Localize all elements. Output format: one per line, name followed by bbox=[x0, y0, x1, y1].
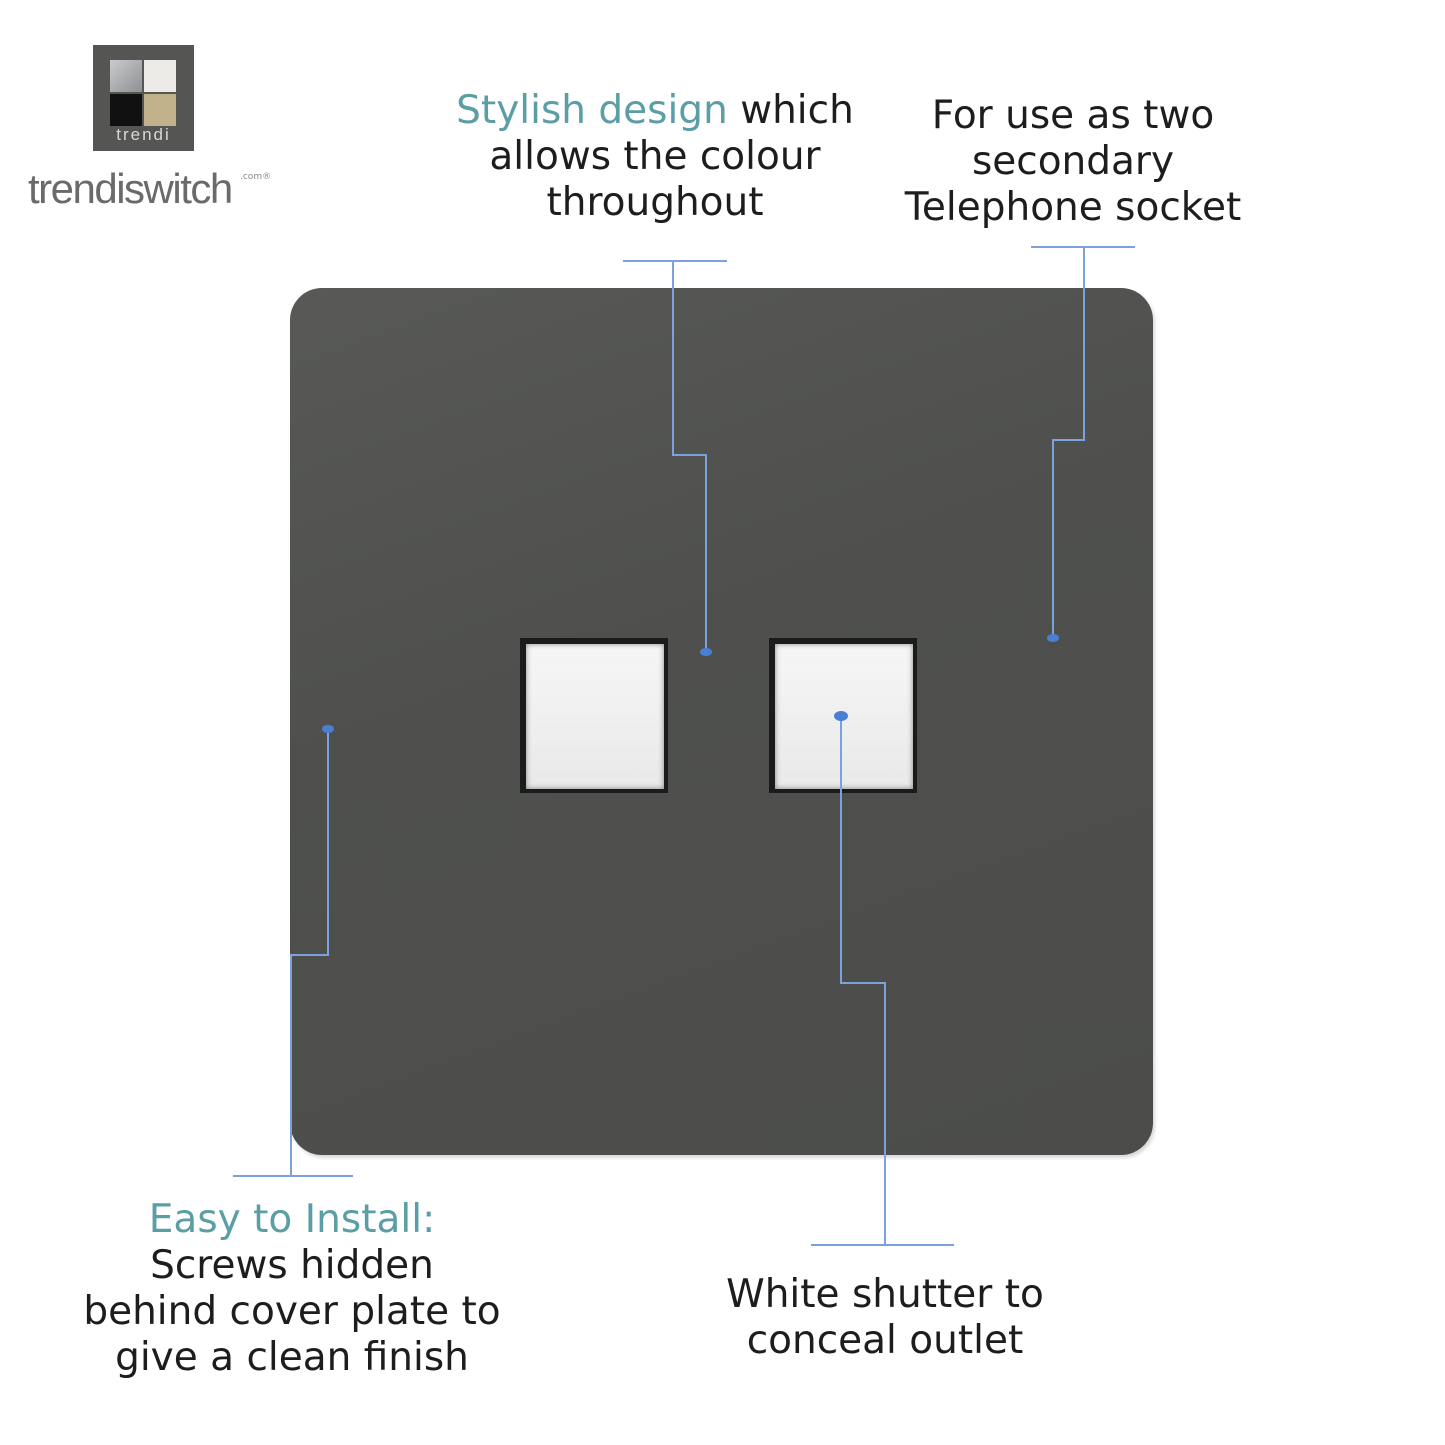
callout-dot-design bbox=[700, 648, 712, 656]
callout-shutter-line1: White shutter to bbox=[726, 1272, 1044, 1317]
callout-dot-shutter bbox=[834, 711, 848, 721]
callout-line-use-path bbox=[1052, 247, 1085, 638]
callout-line-install-path bbox=[290, 729, 329, 1176]
callout-use-line1: For use as two bbox=[931, 93, 1215, 138]
callout-dot-install bbox=[322, 725, 334, 733]
callout-design-line3: throughout bbox=[546, 180, 764, 225]
callout-dot-use bbox=[1047, 634, 1059, 642]
callout-use-line2: secondary bbox=[971, 139, 1175, 184]
callout-install-line3: behind cover plate to bbox=[83, 1289, 501, 1334]
callout-design-highlight: Stylish design bbox=[456, 88, 728, 133]
callout-shutter: White shutter to conceal outlet bbox=[685, 1272, 1085, 1364]
logo-mark-text: trendi bbox=[116, 125, 171, 144]
callout-install-line2: Screws hidden bbox=[150, 1243, 434, 1288]
callout-use: For use as two secondary Telephone socke… bbox=[873, 93, 1273, 231]
callout-install: Easy to Install: Screws hidden behind co… bbox=[62, 1197, 522, 1381]
callout-install-highlight: Easy to Install: bbox=[148, 1197, 436, 1242]
trendi-logo-mark: trendi bbox=[93, 45, 194, 151]
socket-left bbox=[520, 638, 668, 793]
callout-design-line2: allows the colour bbox=[489, 134, 821, 179]
callout-shutter-line2: conceal outlet bbox=[746, 1318, 1024, 1363]
callout-design: Stylish design which allows the colour t… bbox=[440, 88, 870, 226]
brand-wordmark: trendiswitch bbox=[28, 165, 233, 212]
white-shutter bbox=[526, 644, 664, 789]
callout-install-line4: give a clean finish bbox=[115, 1335, 469, 1380]
callout-line-design-path bbox=[672, 261, 707, 652]
callout-design-line1: which bbox=[727, 88, 854, 133]
brand-wordmark-suffix: .com® bbox=[240, 172, 272, 182]
callout-line-shutter-path bbox=[840, 716, 886, 1245]
callout-use-line3: Telephone socket bbox=[904, 185, 1242, 230]
